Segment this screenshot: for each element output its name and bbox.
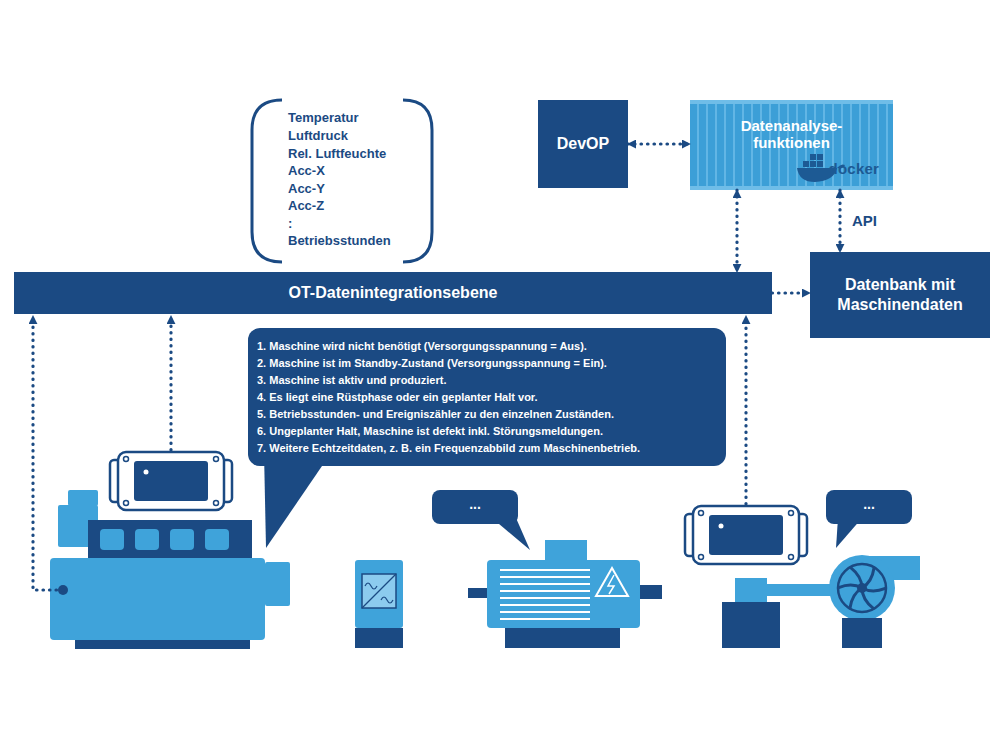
node-text: DevOP [557,134,609,154]
data-leader [169,316,172,450]
engine-illustration [170,529,194,550]
pump-illustration [735,578,767,602]
motor-illustration [596,568,628,596]
docker-logo [797,154,845,182]
motor-illustration [500,618,590,620]
engine-illustration [265,562,290,606]
data-leader [33,316,746,590]
node-text: 3. Maschine ist aktiv und produziert. [257,372,446,389]
node-text: docker [829,160,879,177]
node-text: 1. Maschine wird nicht benötigt (Versorg… [257,338,587,355]
dotted-connector [735,190,738,272]
motor-illustration [500,604,590,606]
pump-illustration [722,555,920,648]
list-label: Betriebsstunden [288,233,391,249]
docker-logo [817,154,823,160]
docker-logo [810,161,816,167]
sensor-device [110,452,232,510]
node-text: OT-Datenintegrationsebene [289,283,498,303]
engine-illustration [68,490,98,506]
node-text: 5. Betriebsstunden- und Ereigniszähler z… [257,406,614,423]
data-leader [744,316,747,504]
engine-illustration [100,529,124,550]
converter-illustration [362,574,396,608]
database-box: Datenbank mit Maschinendaten [810,252,990,338]
dotted-connector [628,142,690,145]
edge-label: API [852,212,877,230]
node-text: ... [863,497,875,511]
bracket [403,100,432,262]
callout-bubble: 1. Maschine wird nicht benötigt (Versorg… [248,328,726,466]
motor-illustration [545,540,587,562]
callout-tail [264,452,322,548]
converter-illustration [355,628,403,648]
docker-logo [817,161,823,167]
motor-illustration [500,569,590,571]
list-label: Rel. Luftfeuchte [288,146,386,162]
motor-illustration [505,628,620,648]
converter-illustration [362,574,396,608]
node-text: ... [469,497,481,511]
bracket [252,100,432,262]
pump-illustration [767,584,831,596]
motor-illustration [639,585,662,599]
list-label: Acc-X [288,163,325,179]
motor-illustration [500,611,590,613]
speech-bubble: ... [432,490,518,524]
process-box: DevOP [538,100,628,188]
pump-illustration [722,602,780,648]
engine-illustration [205,529,229,550]
speech-bubble: ... [826,490,912,524]
dotted-connector [772,291,810,294]
node-text: Datenanalyse- funktionen [729,117,854,151]
list-label: Acc-Y [288,181,325,197]
list-label: Luftdruck [288,128,348,144]
converter-illustration [355,560,403,648]
pump-illustration [829,555,895,621]
engine-illustration [50,490,290,649]
pump-illustration [857,583,867,593]
motor-illustration [500,583,590,585]
docker-logo [797,168,837,182]
engine-illustration [75,640,250,649]
motor-illustration [608,575,614,594]
pump-illustration [839,568,886,609]
node-text: 2. Maschine ist im Standby-Zustand (Vers… [257,355,607,372]
bracket [252,100,282,262]
motor-illustration [468,588,488,598]
sensor-device [110,452,807,564]
pump-illustration [842,618,882,648]
motor-illustration [500,590,590,592]
dotted-connector [838,190,841,252]
sensor-device [685,506,807,564]
node-text: 4. Es liegt eine Rüstphase oder ein gepl… [257,389,538,406]
list-label: Temperatur [288,110,359,126]
list-label: Acc-Z [288,198,324,214]
pump-illustration [838,564,886,612]
docker-logo [810,154,816,160]
motor-illustration [487,560,640,628]
node-text: Datenbank mit Maschinendaten [820,275,980,315]
node-text: 7. Weitere Echtzeitdaten, z. B. ein Freq… [257,440,640,457]
docker-logo [803,161,809,167]
docker-logo [837,164,845,168]
integration-band: OT-Datenintegrationsebene [14,272,772,314]
motor-illustration [468,540,662,648]
engine-illustration [88,520,252,560]
motor-illustration [500,576,590,578]
container-box: Datenanalyse- funktionen docker [690,100,893,190]
motor-illustration [500,570,590,619]
motor-illustration [500,597,590,599]
engine-illustration [50,558,265,640]
engine-illustration [135,529,159,550]
converter-illustration [365,583,377,589]
converter-illustration [381,597,393,603]
converter-illustration [355,560,403,628]
data-leader [33,316,63,590]
list-label: : [288,216,292,232]
node-text: 6. Ungeplanter Halt, Maschine ist defekt… [257,423,603,440]
